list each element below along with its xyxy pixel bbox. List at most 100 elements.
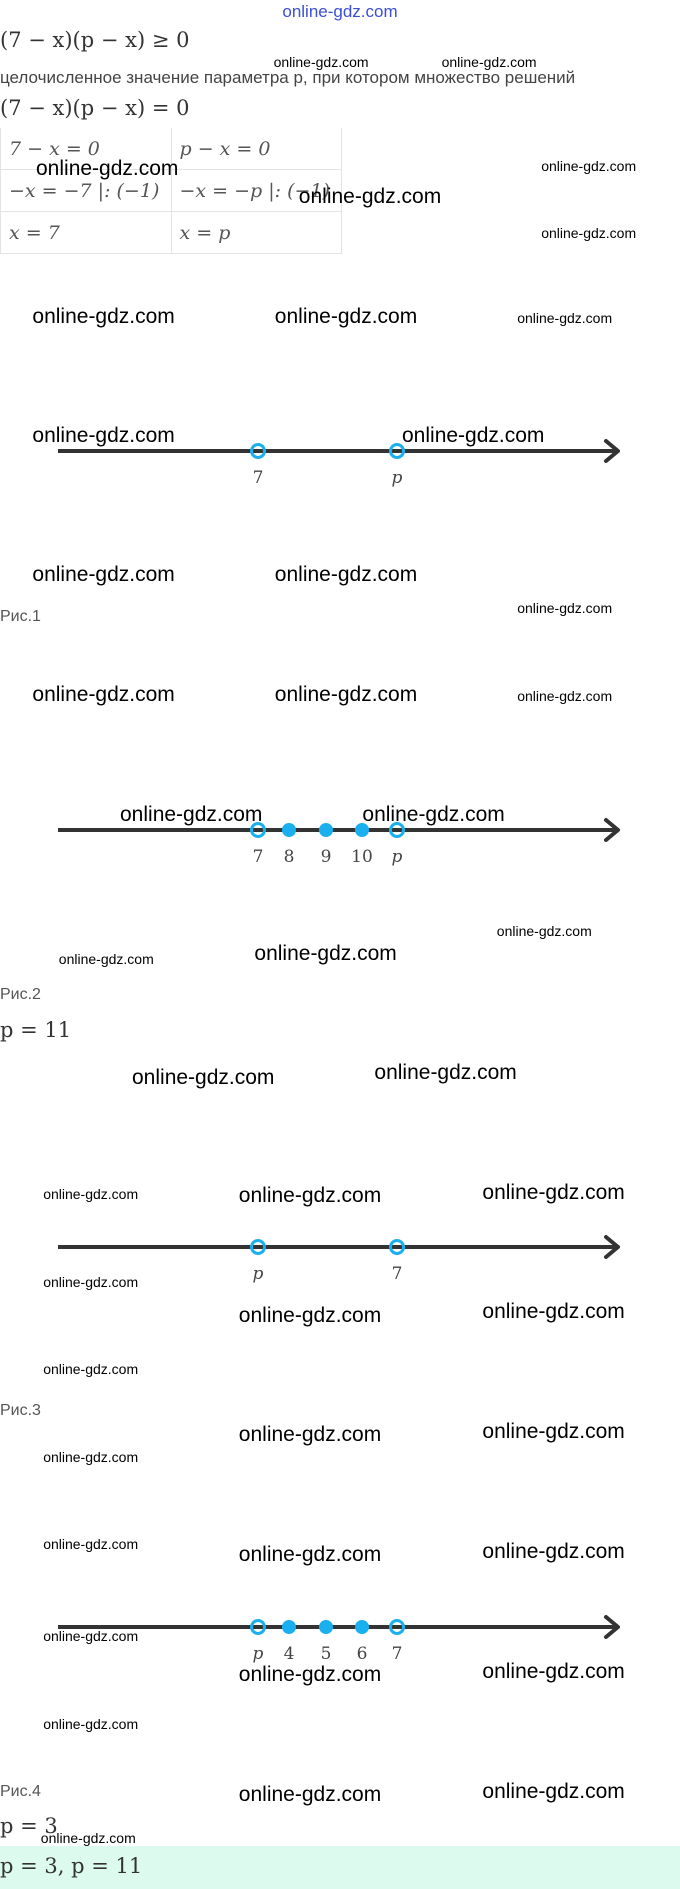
watermark: online-gdz.com [238,1423,382,1447]
solution-table: 7 − x = 0 p − x = 0 −x = −7 |: (−1) −x =… [0,128,342,254]
watermark: online-gdz.com [482,1180,625,1204]
watermark: online-gdz.com [482,1779,625,1803]
point-label: 5 [321,1644,332,1664]
filled-point [282,823,296,837]
site-header-link[interactable]: online-gdz.com [282,2,398,21]
watermark: online-gdz.com [517,310,613,326]
watermark: online-gdz.com [58,950,154,967]
point-label: 7 [392,1264,403,1284]
table-row: x = 7 x = p [0,211,342,254]
point-label: p [253,1644,264,1664]
open-point [389,1239,405,1255]
watermark: online-gdz.com [238,1663,382,1687]
watermark: online-gdz.com [120,802,263,826]
watermark: online-gdz.com [402,423,545,447]
watermark: online-gdz.com [362,802,505,826]
watermark: online-gdz.com [43,1186,139,1202]
point-label: 10 [351,847,373,867]
table-cell: −x = −7 |: (−1) [0,169,172,212]
watermark: online-gdz.com [496,923,592,940]
arrow-icon [604,1615,620,1639]
filled-point [319,823,333,837]
watermark: online-gdz.com [43,1273,139,1290]
answer-text: p = 3, p = 11 [0,1854,143,1878]
watermark: online-gdz.com [274,304,418,328]
watermark: online-gdz.com [238,1304,382,1328]
point-label: 6 [357,1644,368,1664]
task-text: целочисленное значение параметра p, при … [0,68,576,87]
table-cell: p − x = 0 [170,128,342,170]
watermark: online-gdz.com [43,1448,139,1465]
table-row: 7 − x = 0 p − x = 0 [0,128,342,170]
watermark: online-gdz.com [238,1184,382,1208]
arrow-icon [604,1235,620,1259]
table-cell: −x = −p |: (−1) [170,169,342,212]
watermark: online-gdz.com [482,1539,625,1563]
watermark: online-gdz.com [40,1830,136,1847]
table-cell: x = p [170,211,342,254]
point-label: p [392,468,403,488]
open-point [250,1239,266,1255]
filled-point [355,823,369,837]
filled-point [319,1620,333,1634]
open-point [250,822,266,838]
watermark: online-gdz.com [132,1065,275,1089]
watermark: online-gdz.com [32,682,175,706]
arrow-icon [604,439,620,463]
point-label: p [253,1264,264,1284]
watermark: online-gdz.com [32,423,175,447]
open-point [250,1619,266,1635]
figure-caption-3: Рис.3 [0,1402,41,1419]
watermark: online-gdz.com [32,562,175,586]
figure-caption-2: Рис.2 [0,986,41,1003]
open-point [389,443,405,459]
watermark: online-gdz.com [43,1627,139,1644]
watermark: online-gdz.com [541,224,637,241]
table-cell: 7 − x = 0 [0,128,172,170]
filled-point [282,1620,296,1634]
arrow-icon [604,818,620,842]
point-label: p [392,847,403,867]
point-label: 7 [253,468,264,488]
watermark: online-gdz.com [43,1716,139,1733]
point-label: 7 [392,1644,403,1664]
table-cell: x = 7 [0,211,172,254]
answer-box: p = 3, p = 11 [0,1846,680,1889]
watermark: online-gdz.com [274,562,418,586]
result-fig2: p = 11 [0,1018,72,1042]
watermark: online-gdz.com [254,942,397,965]
watermark: online-gdz.com [273,54,369,71]
watermark: online-gdz.com [517,688,613,704]
table-row: −x = −7 |: (−1) −x = −p |: (−1) [0,169,342,212]
watermark: online-gdz.com [36,157,179,181]
watermark: online-gdz.com [517,600,613,617]
watermark: online-gdz.com [541,157,637,174]
watermark: online-gdz.com [43,1536,139,1553]
watermark: online-gdz.com [482,1419,625,1443]
watermark: online-gdz.com [298,184,442,208]
point-label: 4 [284,1644,295,1664]
watermark: online-gdz.com [482,1659,625,1683]
watermark: online-gdz.com [238,1783,382,1807]
point-label: 8 [284,847,295,867]
filled-point [355,1620,369,1634]
watermark: online-gdz.com [274,682,418,706]
open-point [389,822,405,838]
watermark: online-gdz.com [238,1543,382,1567]
equation: (7 − x)(p − x) = 0 [0,96,190,120]
point-label: 7 [253,847,264,867]
figure-caption-1: Рис.1 [0,608,41,625]
watermark: online-gdz.com [441,54,537,71]
open-point [250,443,266,459]
point-label: 9 [321,847,332,867]
figure-caption-4: Рис.4 [0,1783,41,1800]
watermark: online-gdz.com [482,1299,625,1323]
open-point [389,1619,405,1635]
watermark: online-gdz.com [374,1060,517,1084]
watermark: online-gdz.com [32,304,175,328]
